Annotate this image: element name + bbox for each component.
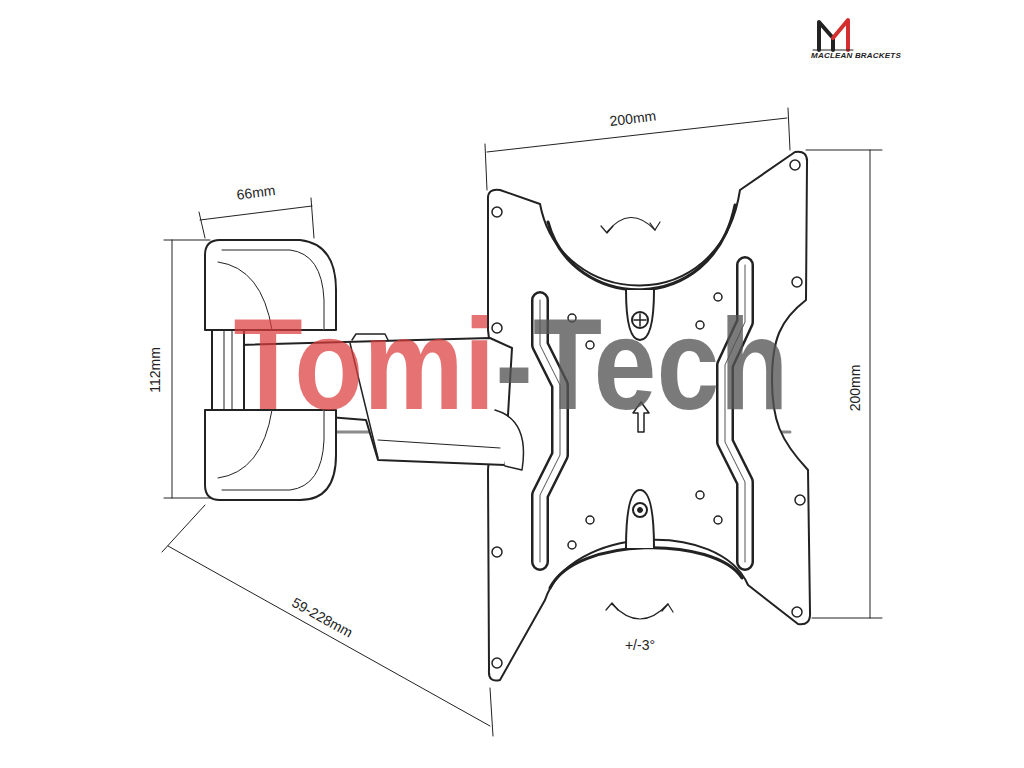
dimension-lines [162,108,882,736]
dimension-label: 66mm [236,183,276,203]
watermark: Tomi-Tech [233,299,788,429]
dimension-label: 112mm [148,347,163,393]
dimension-label: 200mm [848,365,863,412]
angle-label: +/-3° [625,638,655,653]
dimension-label: 200mm [609,109,657,130]
brand-logo [813,20,853,50]
dimension-label: 59-228mm [289,595,355,641]
brand-name: MACLEAN BRACKETS [811,52,901,61]
